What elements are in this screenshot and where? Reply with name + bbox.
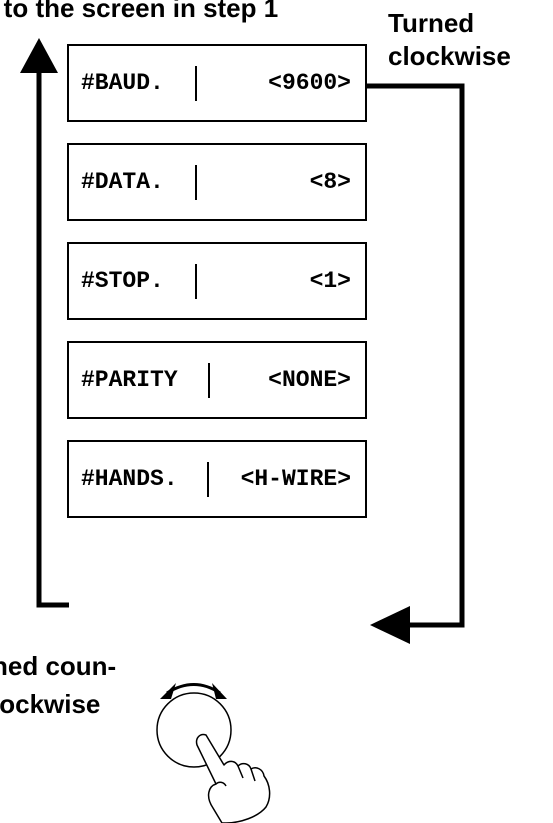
counterclockwise-label: ned coun- lockwise	[0, 647, 162, 723]
lcd-screen-baud: #BAUD. <9600>	[67, 44, 367, 122]
counterclockwise-label-line-2: lockwise	[0, 689, 101, 719]
lcd-screen-hands: #HANDS. <H-WIRE>	[67, 440, 367, 518]
clockwise-label-line-2: clockwise	[388, 41, 511, 71]
rotary-knob-icon	[156, 692, 232, 768]
lcd-param-baud: #BAUD.	[81, 70, 164, 96]
lcd-value-parity: <NONE>	[268, 367, 351, 393]
lcd-param-hands: #HANDS.	[81, 466, 178, 492]
lcd-screen-data: #DATA. <8>	[67, 143, 367, 221]
lcd-cursor	[208, 363, 210, 398]
lcd-value-stop: <1>	[309, 268, 351, 294]
lcd-cursor	[195, 66, 197, 101]
lcd-value-data: <8>	[309, 169, 351, 195]
lcd-param-data: #DATA.	[81, 169, 164, 195]
clockwise-label-line-1: Turned	[388, 8, 475, 38]
lcd-cursor	[195, 165, 197, 200]
lcd-value-hands: <H-WIRE>	[240, 466, 351, 492]
double-arrow-rotation-icon	[160, 683, 227, 699]
lcd-param-stop: #STOP.	[81, 268, 164, 294]
lcd-cursor	[207, 462, 209, 497]
clockwise-arrow	[367, 83, 465, 644]
diagram-title: k to the screen in step 1	[0, 0, 279, 23]
lcd-param-parity: #PARITY	[81, 367, 178, 393]
lcd-screen-stop: #STOP. <1>	[67, 242, 367, 320]
up-arrow	[20, 38, 69, 608]
pointing-hand-icon	[195, 733, 271, 823]
lcd-screen-parity: #PARITY <NONE>	[67, 341, 367, 419]
clockwise-label: Turned clockwise	[388, 7, 553, 73]
lcd-value-baud: <9600>	[268, 70, 351, 96]
counterclockwise-label-line-1: ned coun-	[0, 651, 117, 681]
lcd-cursor	[195, 264, 197, 299]
